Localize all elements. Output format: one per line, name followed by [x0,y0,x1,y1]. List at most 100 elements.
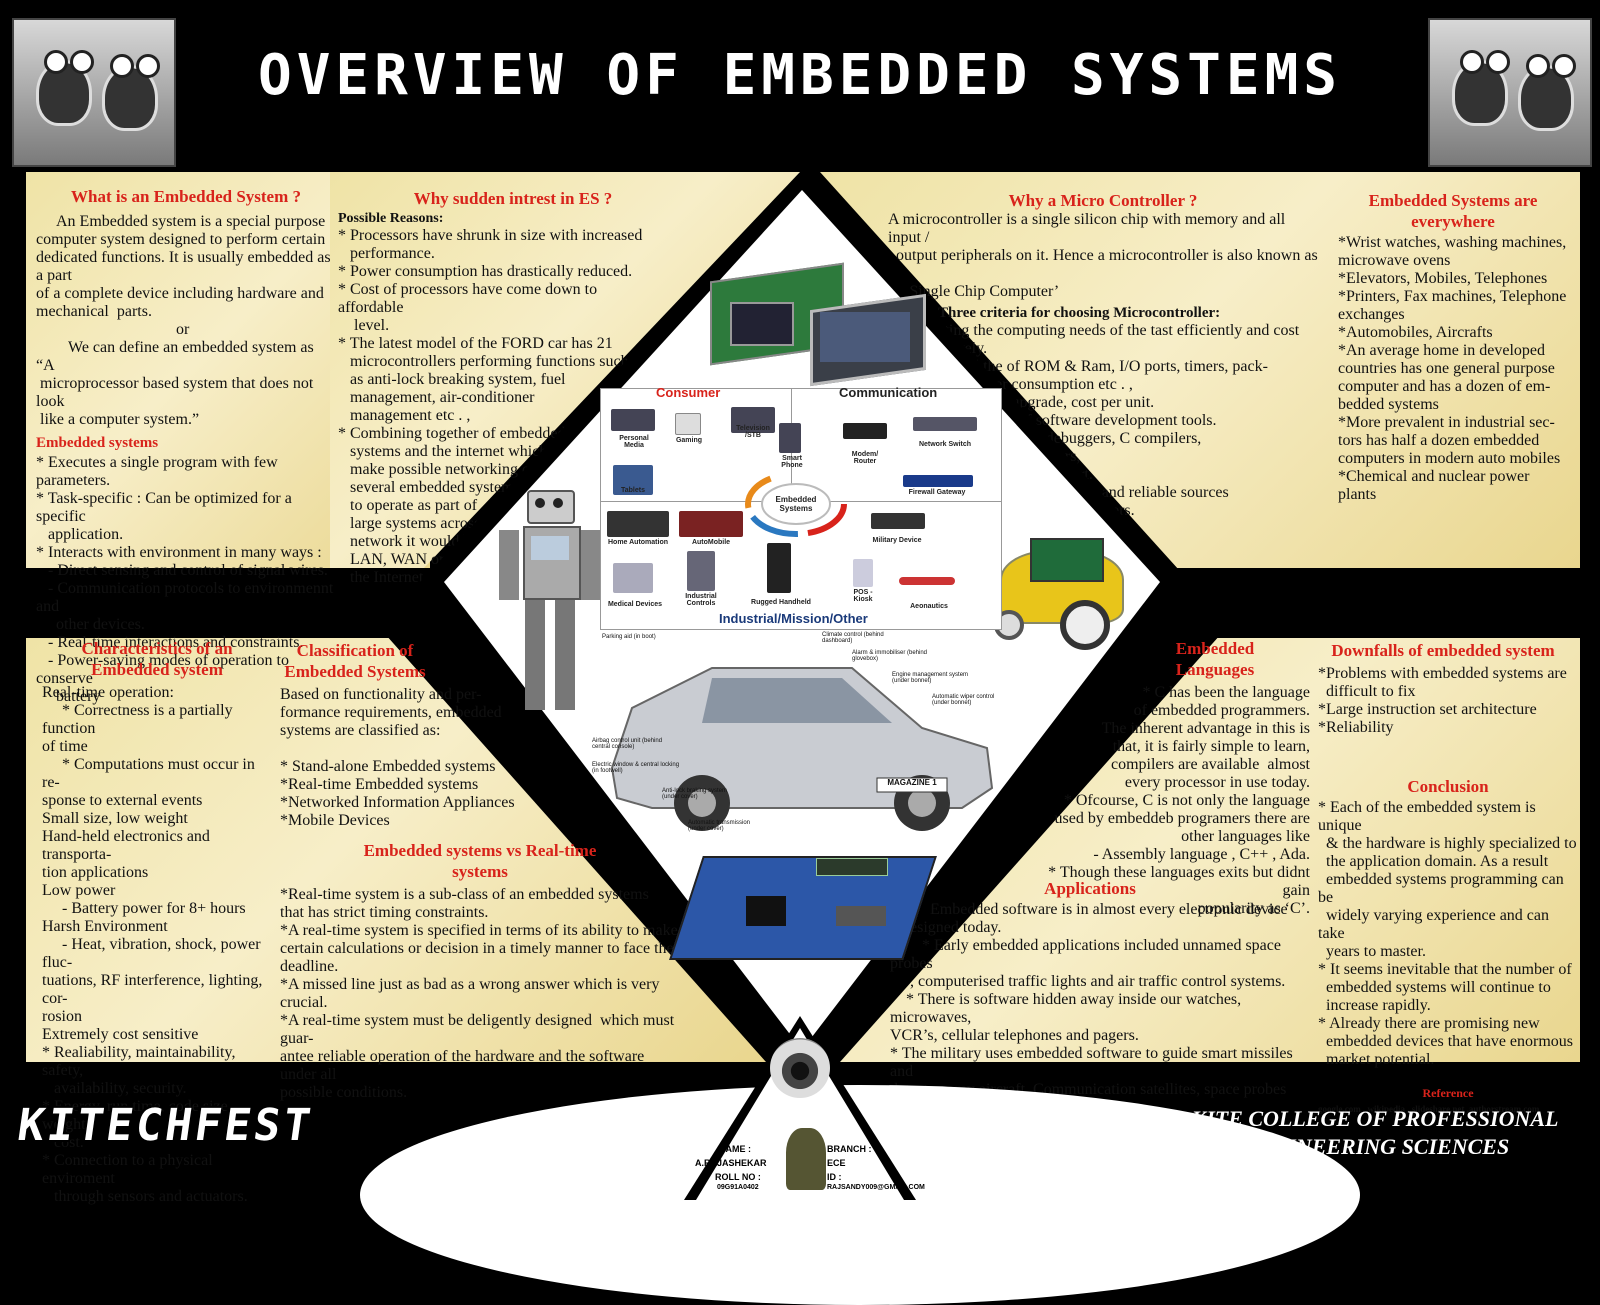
college-line-2: ENGINEERING SCIENCES [1240,1134,1510,1159]
text-line: Real-time operation: [42,684,174,701]
text-line: - Battery power for 8+ hours [42,900,246,917]
text-line: formance requirements, embedded [280,704,502,721]
text-line: rosion [42,1008,82,1025]
text-line: make possible networking of [338,461,536,478]
text-line: computers in modern auto mobiles [1338,450,1561,467]
text-line: availability, security. [42,1080,187,1097]
text-line: *Elevators, Mobiles, Telephones [1338,270,1548,287]
text-line: battery [36,688,101,705]
text-line: *A real-time system must be deligently d… [280,1012,679,1047]
text-line: tors has half a dozen embedded [1338,432,1540,449]
conclusion-list: * Each of the embedded system is unique … [1318,799,1578,1069]
text-line: years to master. [1318,943,1426,960]
microcontroller-board-image [669,846,937,966]
embedded-systems-ring [745,471,847,537]
text-line: The inherent advantage in this is [1101,720,1310,737]
text-line: * The latest model of the FORD car has 2… [338,335,613,352]
text-line: - Assembly language , C++ , Ada. [1093,846,1310,863]
text-line: & the hardware is highly specialized to [1318,835,1577,852]
text-line: We can define an embedded system as “A [36,339,318,374]
text-line: antee reliable operation of the hardware… [280,1048,649,1083]
name-value: A.RAJASHEKAR [695,1158,767,1168]
label-gaming: Gaming [675,437,703,444]
text-line: the application domain. As a result [1318,853,1549,870]
tablets-icon [613,465,653,495]
text-line: market potential. [1318,1051,1435,1068]
text-line: the Internet. [338,569,428,586]
robot-car-image [990,530,1140,660]
label-aeronautics: Aeonautics [910,603,948,610]
text-line: that has strict timing constraints. [280,904,489,921]
text-line: cost. [42,1134,84,1151]
text-line: that, it is fairly simple to learn, [1112,738,1310,755]
label-modem-router: Modem/ Router [851,451,879,465]
author-info: NAME : A.RAJASHEKAR ROLL NO : 09G91A0402… [655,1040,945,1200]
label-tablets: Tablets [621,487,645,494]
text-line: * Embedded software is in almost every e… [918,901,1288,918]
text-line: * Correctness is a partially function [42,702,237,737]
text-line: * Early embedded applications included u… [890,937,1281,972]
text-line: * Executes a single program with few par… [36,454,282,489]
section-classification: Classification of Embedded Systems Based… [280,640,530,830]
text-line: * Meeting the computing needs of the tas… [904,322,1300,339]
corner-image-left [12,18,176,167]
section-downfalls: Downfalls of embedded system *Problems w… [1318,640,1568,737]
author-photo [786,1128,826,1190]
text-line: * Power consumption has drastically redu… [338,263,633,280]
text-line: of a complete device including hardware … [36,285,324,302]
label-military-device: Military Device [872,537,922,544]
text-line: used by embeddeb programers there are [1054,810,1310,827]
text-line: microprocessor based system that does no… [36,375,318,410]
text-line: *Problems with embedded systems are [1318,665,1567,682]
modem-router-icon [843,423,887,439]
id-label: ID : [827,1172,842,1182]
text-line: certain calculations or decision in a ti… [280,940,674,957]
text-line: difficult to fix [1318,683,1416,700]
industrial-controls-icon [687,551,715,591]
heading-embedded-systems: Embedded systems [36,435,159,451]
network-switch-icon [913,417,977,431]
infographic-communication: Communication [839,385,938,400]
roll-value: 09G91A0402 [717,1184,759,1191]
text-line: * Task-specific : Can be optimized for a… [36,490,296,525]
text-line: - Communication protocols to environmenn… [36,580,338,615]
personal-media-icon [611,409,655,431]
gaming-icon [675,413,701,435]
text-line: Extremely cost sensitive [42,1026,199,1043]
heading-reference: Reference [1422,1086,1474,1100]
text-line: other languages like [1181,828,1310,845]
section-conclusion: Conclusion * Each of the embedded system… [1318,776,1578,1114]
reference-text: google.com , wikipedia , slideshare.net … [1318,1104,1540,1114]
text-line: as anti-lock breaking system, fuel [338,371,566,388]
text-line: * Computations must occur in re- [42,756,259,791]
text-line: - Direct sensing and control of signal w… [36,562,328,579]
text-line: systems are classified as: [280,722,441,739]
text-line: computer system designed to perform cert… [36,231,326,248]
car-label-wiper: Automatic wiper control (under bonnet) [932,694,995,706]
text-line: countries has one general purpose [1338,360,1555,377]
label-medical-devices: Medical Devices [607,601,663,608]
text-line: or [36,321,190,338]
text-line: *Reliability [1318,719,1394,736]
text-line: LAN, WAN or [338,551,445,568]
label-television: Television /STB [736,425,770,439]
dev-board-image [690,262,930,387]
car-label-climate: Climate control (behind dashboard) [822,632,884,644]
text-line: mechanical parts. [36,303,152,320]
firewall-icon [903,475,973,487]
text-line: embedded devices that have enormous [1318,1033,1574,1050]
text-line: * There is software hidden away inside o… [890,991,1246,1026]
car-plate: MAGAZINE 1 [887,778,937,787]
text-line: * Interacts with environment in many way… [36,544,322,561]
text-line: An Embedded system is a special purpose [36,213,326,230]
corner-image-right [1428,18,1592,167]
heading-downfalls: Downfalls of embedded system [1331,641,1555,660]
text-line: *An average home in developed [1338,342,1546,359]
text-line: * It seems inevitable that the number of [1318,961,1572,978]
rugged-handheld-icon [767,543,791,593]
text-line: widely varying experience and can take [1318,907,1554,942]
footer-triangle [684,1016,916,1200]
pos-kiosk-icon [853,559,873,587]
embedded-systems-list: * Executes a single program with few par… [36,454,336,706]
